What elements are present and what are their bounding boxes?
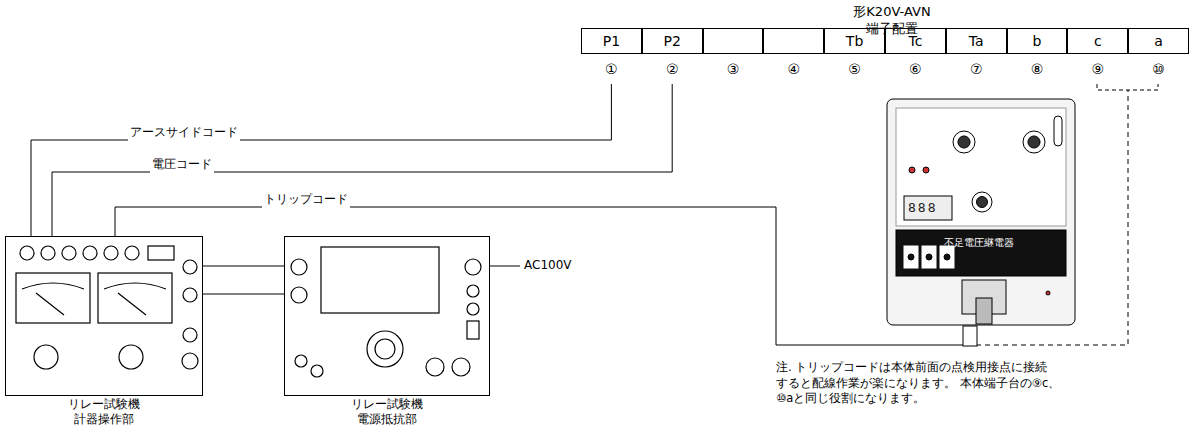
terminal-bracket — [1097, 84, 1158, 90]
unit-name: リレー試験機 電源抵抗部 — [337, 397, 437, 427]
cord-wire — [203, 266, 284, 267]
cell-node: Tc⑥ — [885, 28, 946, 84]
meter-node: リレー試験機 計器操作部 — [5, 236, 203, 396]
cell-node: a⑩ — [1128, 28, 1189, 84]
terminal-box: P2 — [642, 28, 703, 54]
terminal-title: 形K20V-AVN 端子配置 — [842, 4, 942, 38]
cord-wire — [203, 294, 284, 295]
cell-node: Tb ⑤ — [824, 28, 885, 84]
terminal-box — [703, 28, 764, 54]
terminal-name: Tb — [846, 33, 863, 49]
relay-name: 不足電圧継電器 — [944, 236, 1014, 250]
terminal-name: c — [1094, 33, 1102, 49]
cord-name: トリップコード — [262, 191, 350, 208]
terminal-box: a — [1128, 28, 1189, 54]
terminal-box: P1 — [581, 28, 642, 54]
terminal-name: b — [1033, 33, 1042, 49]
cell-node: Ta ⑦ — [946, 28, 1007, 84]
cell-node: ④ — [763, 28, 824, 84]
cord-wire — [115, 207, 970, 345]
power-node: リレー試験機 電源抵抗部 — [284, 236, 490, 396]
cord-name: 電圧コード — [150, 156, 214, 173]
cord-name: アースサイドコード — [128, 124, 240, 141]
terminal-name: Ta — [969, 33, 984, 49]
terminal-number: ⑥ — [885, 60, 946, 78]
cord-wire — [52, 84, 672, 236]
terminal-number: ⑧ — [1007, 60, 1068, 78]
terminal-box: b — [1007, 28, 1068, 54]
terminal-name: a — [1154, 33, 1163, 49]
terminal-number: ⑨ — [1067, 60, 1128, 78]
cell-node: c⑨ — [1067, 28, 1128, 84]
terminal-number: ④ — [763, 60, 824, 78]
unit-name: リレー試験機 計器操作部 — [54, 397, 154, 427]
terminal-name: P1 — [603, 33, 620, 49]
terminal-box — [763, 28, 824, 54]
power-illustration — [285, 237, 491, 397]
terminal-name: P2 — [664, 33, 681, 49]
terminal-number: ⑦ — [946, 60, 1007, 78]
cord-wire — [31, 84, 611, 236]
terminal-number: ⑩ — [1128, 60, 1189, 78]
terminal-number: ⑤ — [824, 60, 885, 78]
terminal-box: c — [1067, 28, 1128, 54]
test-plug — [963, 326, 977, 346]
cell-node: P1 ① — [581, 28, 642, 84]
note-text: 注. トリップコードは本体前面の点検用接点に接続 すると配線作業が楽になります。… — [776, 360, 1106, 407]
relay-node: 不足電圧継電器 888 — [886, 98, 1076, 326]
terminal-number: ① — [581, 60, 642, 78]
cell-node: b⑧ — [1007, 28, 1068, 84]
terminal-box: Ta — [946, 28, 1007, 54]
display-digits: 888 — [908, 200, 937, 215]
meter-illustration — [6, 237, 204, 397]
supply-label: AC100V — [524, 258, 594, 274]
cell-node: P2 ② — [642, 28, 703, 84]
cell-node: ③ — [703, 28, 764, 84]
terminal-number: ② — [642, 60, 703, 78]
terminal-number: ③ — [703, 60, 764, 78]
